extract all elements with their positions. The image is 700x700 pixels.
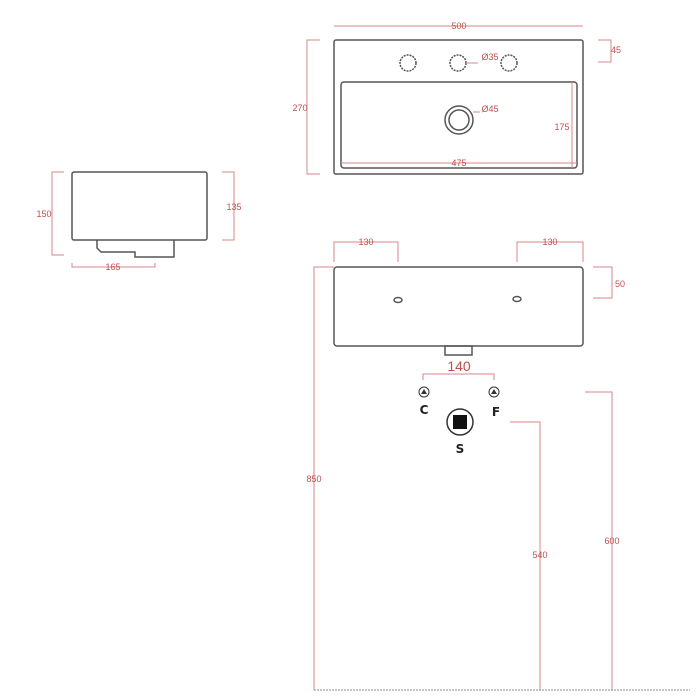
dim-hole-height: 50 xyxy=(615,279,625,289)
mount-hole xyxy=(393,296,403,304)
dim-drain: Ø45 xyxy=(481,104,498,114)
dim-basin-width: 475 xyxy=(451,158,466,168)
front-view: 130 130 50 140 C F S 850 540 600 xyxy=(306,237,690,691)
cold-supply-icon xyxy=(418,386,430,398)
dim-depth: 270 xyxy=(292,103,307,113)
side-view: 150 135 165 xyxy=(36,171,242,272)
drain-stub xyxy=(444,345,473,356)
dim-side-depth: 165 xyxy=(105,262,120,272)
dim-tap-hole: Ø35 xyxy=(481,52,498,62)
dim-hole-left: 130 xyxy=(358,237,373,247)
drain-square xyxy=(453,415,467,429)
dim-drain-height: 540 xyxy=(532,550,547,560)
dim-side-inner-height: 135 xyxy=(226,202,241,212)
drain-label: S xyxy=(456,442,465,456)
tap-hole xyxy=(449,54,467,72)
hot-label: F xyxy=(492,405,500,419)
hot-supply-icon xyxy=(488,386,500,398)
dim-width: 500 xyxy=(451,21,466,31)
dim-hole-right: 130 xyxy=(542,237,557,247)
top-view: 500 270 45 Ø35 Ø45 175 475 xyxy=(292,21,621,175)
dim-install-height: 850 xyxy=(306,474,321,484)
drain-outlet-icon xyxy=(446,408,474,436)
dim-tap-offset: 45 xyxy=(611,45,621,55)
dim-side-height: 150 xyxy=(36,209,51,219)
basin-outline-top xyxy=(333,39,584,175)
mount-hole xyxy=(512,295,522,303)
dim-supply-spacing: 140 xyxy=(447,358,471,374)
dim-supply-height: 600 xyxy=(604,536,619,546)
tap-hole xyxy=(500,54,518,72)
basin-bowl xyxy=(340,81,578,169)
basin-outline-side xyxy=(71,171,208,241)
basin-outline-front xyxy=(333,266,584,347)
tap-hole xyxy=(399,54,417,72)
drain-outer xyxy=(444,105,474,135)
cold-label: C xyxy=(420,403,429,417)
drain-inner xyxy=(448,109,470,131)
dim-basin-depth: 175 xyxy=(554,122,569,132)
basin-base-side xyxy=(96,240,175,258)
